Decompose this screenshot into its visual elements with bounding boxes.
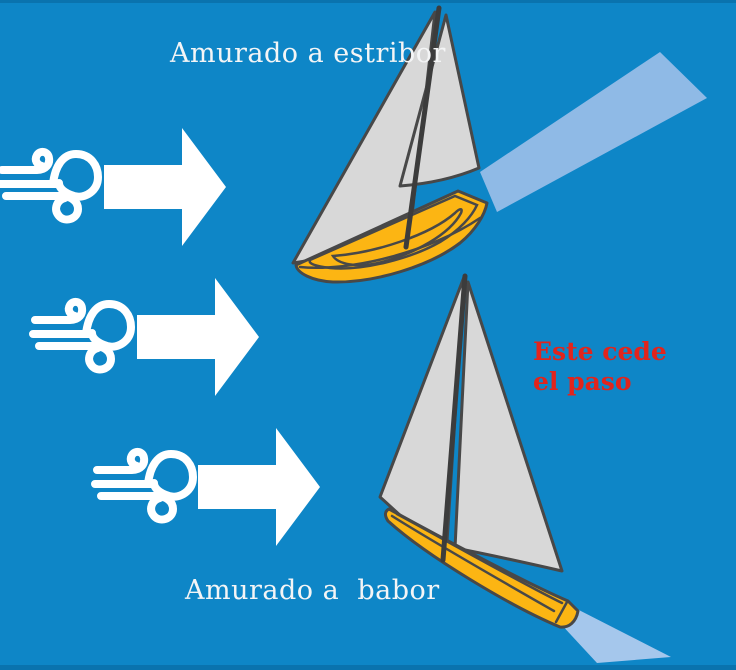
bottom-edge-strip [0,665,736,670]
give-way-line1: Este cede [533,337,667,366]
top-edge-strip [0,0,736,3]
starboard-tack-boat [291,5,707,284]
port-tack-boat [378,273,671,663]
wind-gust-icon-3 [95,452,193,520]
give-way-label: Este cede el paso [533,337,667,397]
sheer-line [298,216,482,269]
jib-sail [453,280,564,573]
arrow-right-icon-3 [198,428,320,546]
gunwale-rim [308,194,479,270]
arrow-right-icon-1 [104,128,226,246]
port-tack-label: Amurado a babor [185,575,440,606]
deck-seam [390,514,556,613]
hull [294,189,489,284]
transom-edge [554,600,569,624]
gunwale-rim [395,512,564,605]
wake-beam [480,52,707,212]
mast [440,273,468,563]
starboard-tack-label: Amurado a estribor [170,38,446,69]
wind-gust-icon-1 [0,152,98,220]
give-way-line2: el paso [533,367,632,396]
wind-gust-icon-2 [33,302,131,370]
arrow-right-icon-2 [137,278,259,396]
mast [403,5,442,250]
wake-beam [559,607,671,663]
